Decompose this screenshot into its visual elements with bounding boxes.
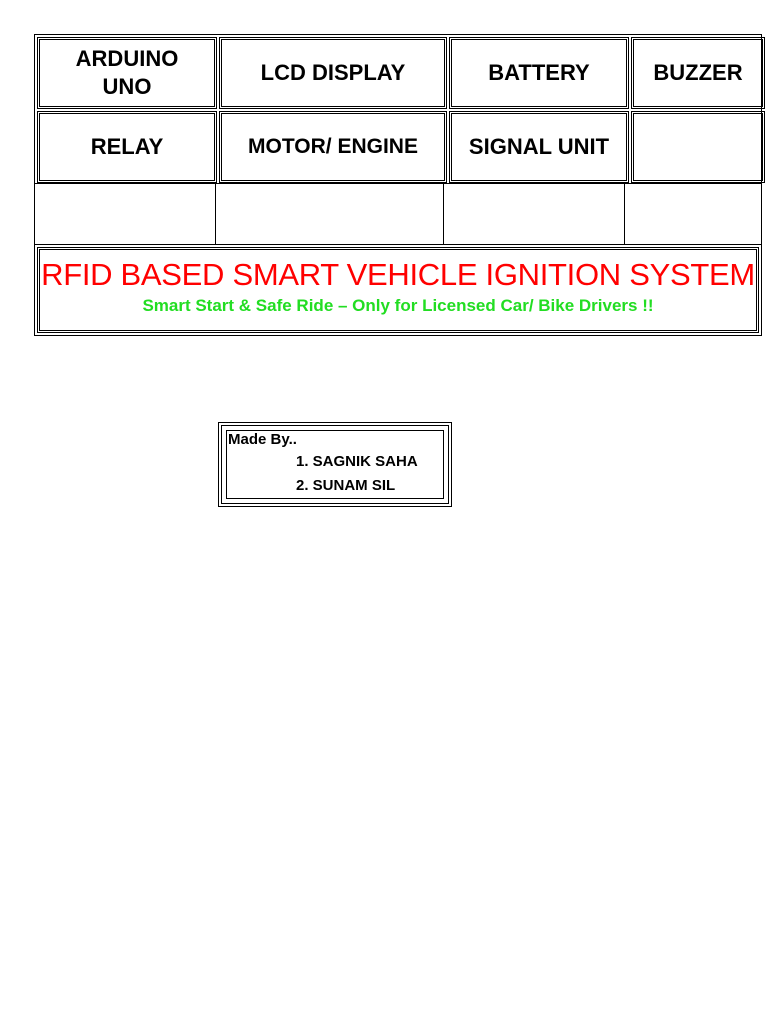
blank-cell xyxy=(444,184,625,244)
component-cell-battery: BATTERY xyxy=(449,37,629,109)
title-inner-frame: RFID BASED SMART VEHICLE IGNITION SYSTEM… xyxy=(37,247,759,333)
blank-cell xyxy=(35,184,216,244)
blank-cell xyxy=(625,184,761,244)
component-cell-buzzer: BUZZER xyxy=(631,37,765,109)
project-subtitle: Smart Start & Safe Ride – Only for Licen… xyxy=(142,296,654,315)
component-cell-motor: MOTOR/ ENGINE xyxy=(219,111,447,183)
component-cell-relay: RELAY xyxy=(37,111,217,183)
component-cell-lcd: LCD DISPLAY xyxy=(219,37,447,109)
components-table: ARDUINO UNO LCD DISPLAY BATTERY BUZZER R… xyxy=(34,34,765,184)
credits-member: 2. SUNAM SIL xyxy=(296,477,396,494)
blank-cell xyxy=(216,184,444,244)
component-cell-signal-unit: SIGNAL UNIT xyxy=(449,111,629,183)
title-box: RFID BASED SMART VEHICLE IGNITION SYSTEM… xyxy=(34,244,762,336)
credits-heading: Made By.. xyxy=(228,431,297,448)
component-cell-empty xyxy=(631,111,765,183)
component-cell-arduino: ARDUINO UNO xyxy=(37,37,217,109)
credits-box: Made By.. 1. SAGNIK SAHA 2. SUNAM SIL xyxy=(218,422,452,507)
credits-member: 1. SAGNIK SAHA xyxy=(296,453,418,470)
blank-table-row xyxy=(34,184,762,244)
project-title: RFID BASED SMART VEHICLE IGNITION SYSTEM xyxy=(41,257,755,292)
